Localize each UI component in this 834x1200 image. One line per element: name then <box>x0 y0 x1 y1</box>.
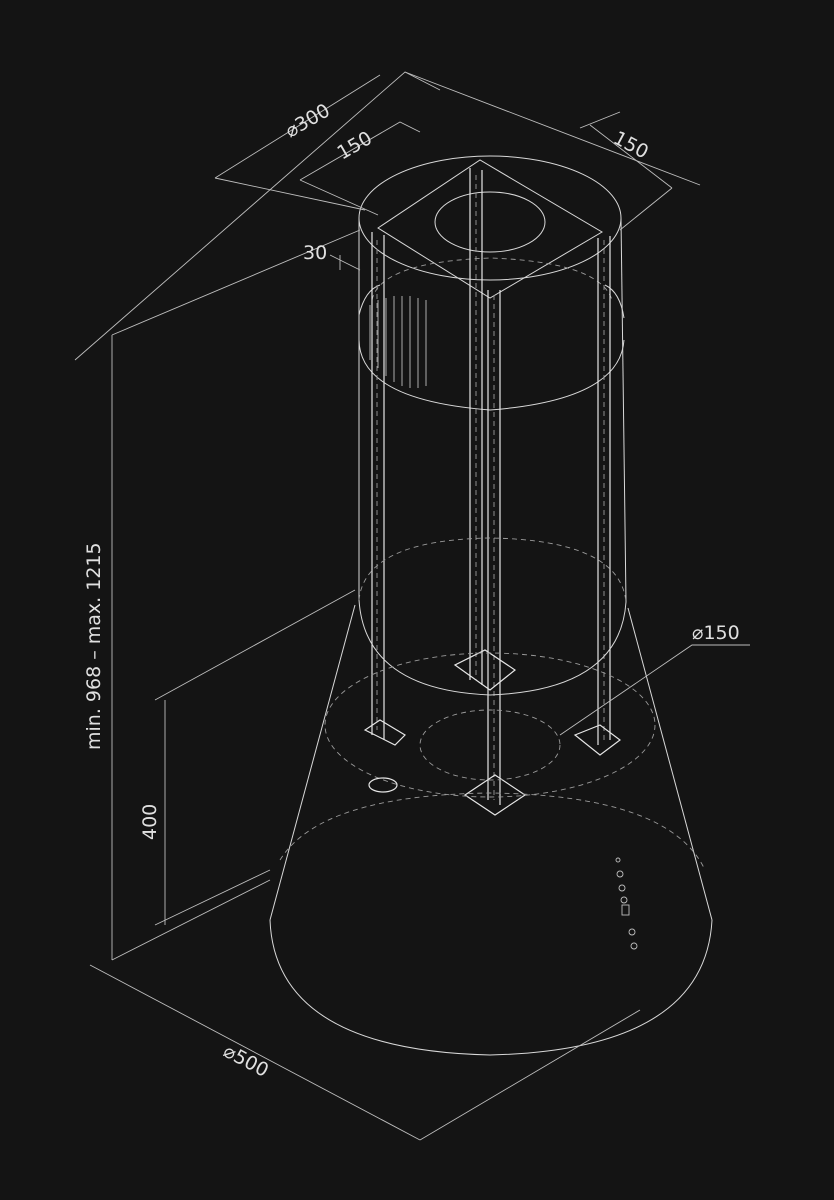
frame-rails <box>363 168 621 816</box>
top-diameter-label: ⌀300 <box>282 99 334 142</box>
cone-height-label: 400 <box>139 804 161 840</box>
top-offset-label: 30 <box>303 242 327 264</box>
top-width-left-label: 150 <box>334 127 376 164</box>
height-range-label: min. 968 – max. 1215 <box>83 542 105 750</box>
bottom-diameter-label: ⌀500 <box>220 1040 272 1082</box>
dimension-lines <box>74 71 750 1141</box>
control-panel <box>615 857 638 950</box>
upper-chimney <box>358 155 627 603</box>
outlet-diameter-label: ⌀150 <box>692 622 740 644</box>
top-width-right-label: 150 <box>610 127 652 163</box>
canopy-cone <box>269 537 713 1056</box>
